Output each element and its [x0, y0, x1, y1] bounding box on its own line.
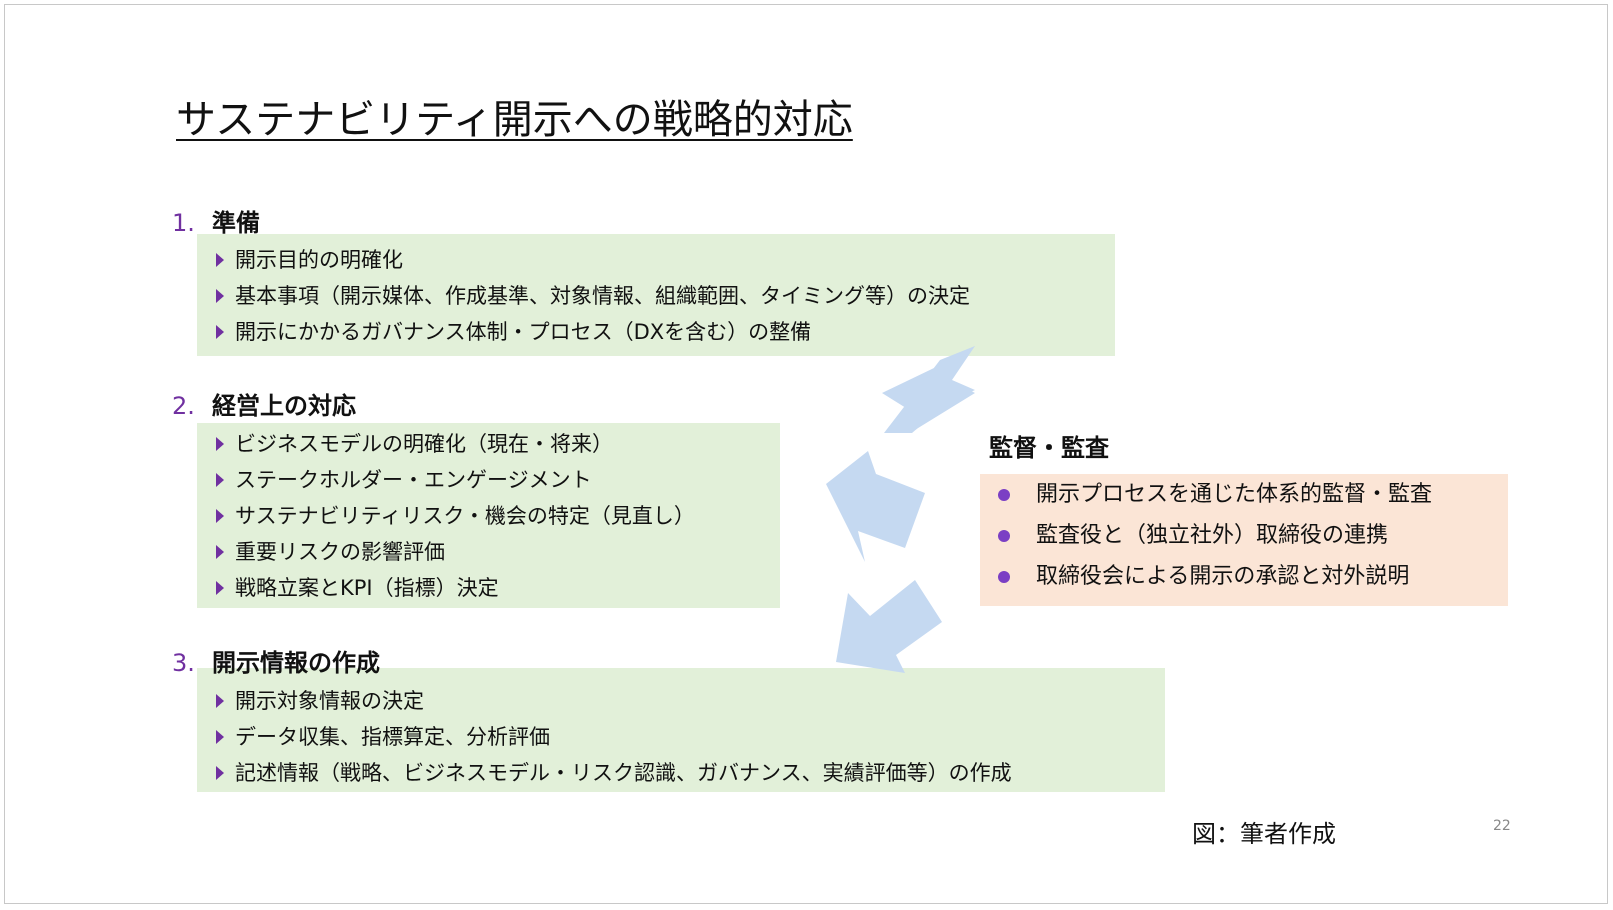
list-item: 開示目的の明確化: [216, 242, 970, 278]
section-2-list: ビジネスモデルの明確化（現在・将来） ステークホルダー・エンゲージメント サステ…: [216, 426, 695, 606]
section-3-title: 開示情報の作成: [212, 649, 380, 677]
triangle-bullet-icon: [216, 325, 224, 339]
section-3-list: 開示対象情報の決定 データ収集、指標算定、分析評価 記述情報（戦略、ビジネスモデ…: [216, 683, 1012, 791]
arrow-to-section-3-icon: [836, 580, 942, 673]
section-2-box: [197, 423, 780, 608]
bullet-dot-icon: [998, 488, 1010, 501]
list-item: 開示にかかるガバナンス体制・プロセス（DXを含む）の整備: [216, 314, 970, 350]
bullet-dot-icon: [998, 570, 1010, 583]
list-item: 記述情報（戦略、ビジネスモデル・リスク認識、ガバナンス、実績評価等）の作成: [216, 755, 1012, 791]
triangle-bullet-icon: [216, 730, 224, 744]
slide-title: サステナビリティ開示への戦略的対応: [176, 97, 853, 143]
list-item: 開示プロセスを通じた体系的監督・監査: [990, 474, 1432, 515]
section-1-box: [197, 234, 1115, 356]
arrow-to-section-1-icon: [884, 346, 975, 433]
triangle-bullet-icon: [216, 253, 224, 267]
list-item: 基本事項（開示媒体、作成基準、対象情報、組織範囲、タイミング等）の決定: [216, 278, 970, 314]
list-item: 取締役会による開示の承認と対外説明: [990, 556, 1432, 597]
page-number: 22: [1493, 818, 1511, 834]
triangle-bullet-icon: [216, 694, 224, 708]
list-item: サステナビリティリスク・機会の特定（見直し）: [216, 498, 695, 534]
section-2-heading: 2. 経営上の対応: [172, 390, 356, 422]
section-2-title: 経営上の対応: [212, 392, 356, 420]
section-3-number: 3.: [172, 649, 195, 677]
list-item: 戦略立案とKPI（指標）決定: [216, 570, 695, 606]
list-item: 重要リスクの影響評価: [216, 534, 695, 570]
audit-heading: 監督・監査: [989, 434, 1109, 462]
triangle-bullet-icon: [216, 509, 224, 523]
section-1-title: 準備: [212, 209, 260, 237]
audit-list: 開示プロセスを通じた体系的監督・監査 監査役と（独立社外）取締役の連携 取締役会…: [990, 474, 1432, 597]
section-1-number: 1.: [172, 209, 195, 237]
triangle-bullet-icon: [216, 289, 224, 303]
section-1-heading: 1. 準備: [172, 207, 260, 239]
list-item: ステークホルダー・エンゲージメント: [216, 462, 695, 498]
list-item: 監査役と（独立社外）取締役の連携: [990, 515, 1432, 556]
section-1-list: 開示目的の明確化 基本事項（開示媒体、作成基準、対象情報、組織範囲、タイミング等…: [216, 242, 970, 350]
triangle-bullet-icon: [216, 581, 224, 595]
triangle-bullet-icon: [216, 437, 224, 451]
list-item: 開示対象情報の決定: [216, 683, 1012, 719]
triangle-bullet-icon: [216, 766, 224, 780]
section-3-heading: 3. 開示情報の作成: [172, 647, 380, 679]
audit-box: [980, 474, 1508, 606]
list-item: ビジネスモデルの明確化（現在・将来）: [216, 426, 695, 462]
figure-credit: 図：筆者作成: [1192, 820, 1336, 848]
triangle-bullet-icon: [216, 545, 224, 559]
section-3-box: [197, 668, 1165, 792]
section-2-number: 2.: [172, 392, 195, 420]
triangle-bullet-icon: [216, 473, 224, 487]
bullet-dot-icon: [998, 529, 1010, 542]
arrow-to-section-2-icon: [826, 451, 925, 562]
list-item: データ収集、指標算定、分析評価: [216, 719, 1012, 755]
